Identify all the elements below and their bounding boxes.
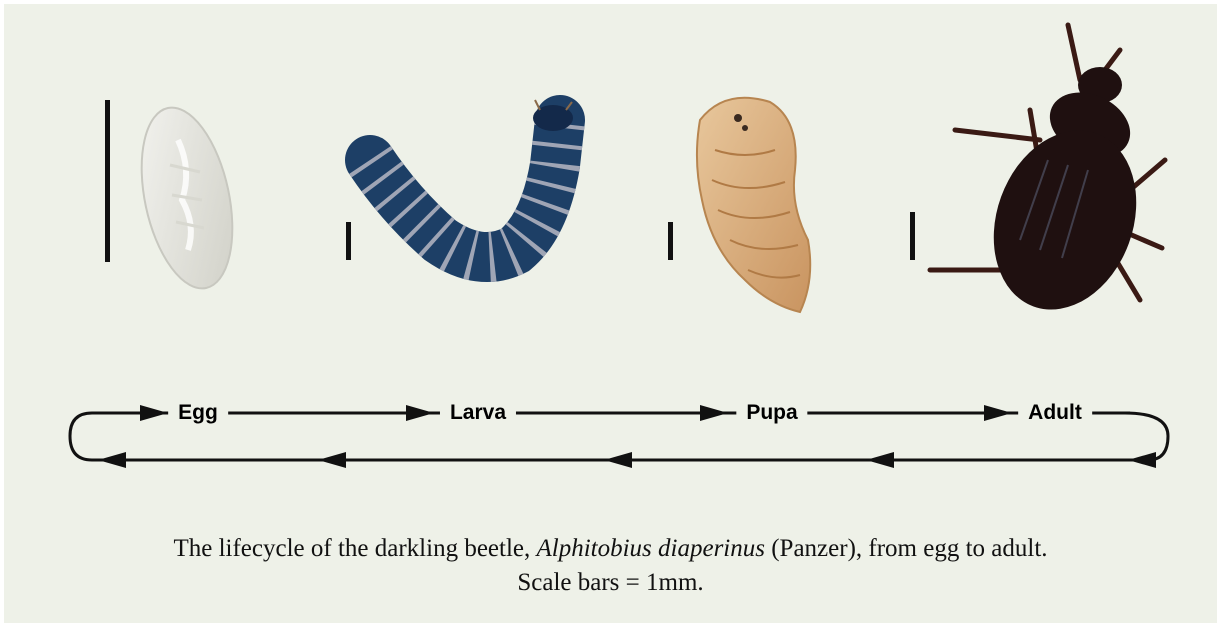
caption-species-name: Alphitobius diaperinus [537, 535, 765, 562]
cycle-arrows [70, 405, 1168, 468]
egg-image [127, 99, 247, 296]
pupa-scale-bar [668, 222, 673, 260]
caption-text-after: (Panzer), from egg to adult. [765, 535, 1048, 562]
larva-scale-bar [346, 222, 351, 260]
caption-line-2: Scale bars = 1mm. [0, 567, 1221, 599]
stage-label-adult: Adult [1018, 398, 1092, 428]
larva-image [370, 100, 573, 257]
egg-scale-bar [105, 100, 110, 262]
adult-image [930, 25, 1165, 330]
caption-line-1: The lifecycle of the darkling beetle, Al… [0, 533, 1221, 565]
adult-scale-bar [910, 212, 915, 260]
stage-label-egg: Egg [168, 398, 228, 428]
pupa-image [697, 98, 810, 312]
caption-text-before: The lifecycle of the darkling beetle, [173, 535, 536, 562]
stage-label-larva: Larva [440, 398, 516, 428]
stage-label-pupa: Pupa [736, 398, 807, 428]
